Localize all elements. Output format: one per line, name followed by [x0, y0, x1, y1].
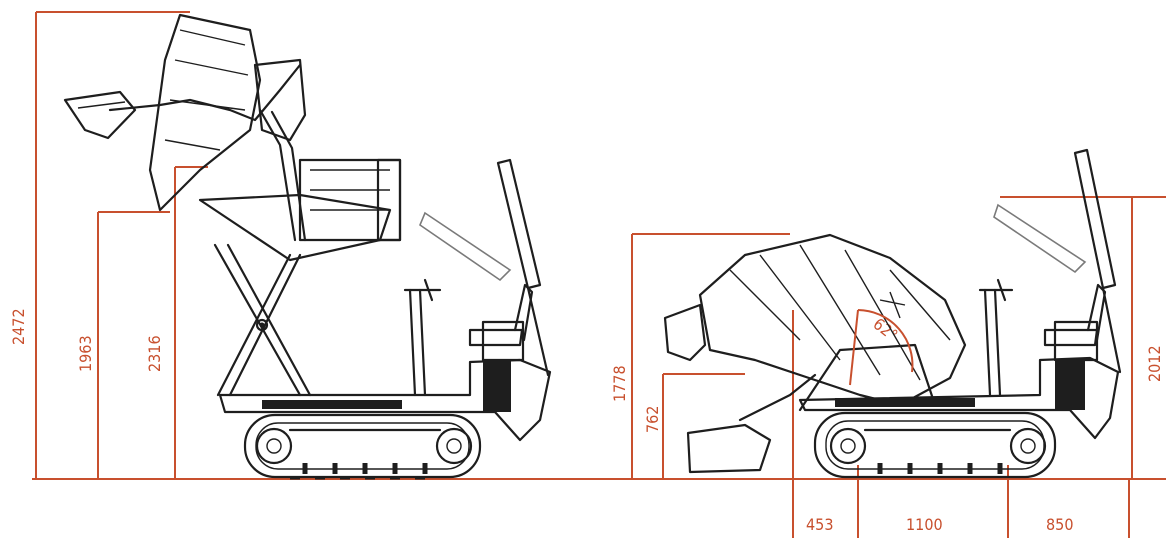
chassis [798, 356, 1120, 440]
lift-arm [108, 63, 302, 122]
seat [468, 328, 524, 347]
tilt-angle-arc [857, 309, 914, 373]
label-1778: 1778 [610, 365, 629, 402]
control-post [983, 288, 1002, 397]
dumper-bucket [148, 13, 262, 212]
engine-block [1055, 360, 1085, 410]
seat-back [1086, 283, 1107, 342]
right-track [813, 411, 1057, 479]
dimension-labels: 2472 1963 2316 1778 762 2012 453 1100 85… [9, 308, 1164, 534]
label-453: 453 [806, 515, 833, 534]
rops-folded [993, 203, 1087, 274]
sprocket-hub [446, 438, 462, 454]
track-rollers [302, 463, 428, 474]
label-2316: 2316 [145, 335, 164, 372]
seat [1043, 328, 1099, 347]
chassis-rail [262, 400, 402, 409]
track-idler-front [255, 427, 293, 465]
dimension-lines [32, 11, 1166, 538]
label-2472: 2472 [9, 308, 28, 345]
front-shovel [63, 90, 137, 140]
lift-frame [198, 193, 392, 262]
bucket-hinge-plate [253, 58, 307, 142]
control-post [408, 288, 427, 397]
machine-raised [63, 13, 552, 480]
control-levers [978, 278, 1014, 302]
label-1963: 1963 [76, 335, 95, 372]
track-sprocket-rear [435, 427, 473, 465]
front-shovel-lowered [686, 423, 772, 474]
bucket-linkage [798, 343, 937, 412]
left-track [243, 413, 482, 480]
rops-bar [1073, 148, 1117, 290]
track-idler-front [829, 427, 867, 465]
rops-bar [496, 158, 542, 290]
track-rollers [877, 463, 1003, 474]
label-850: 850 [1046, 515, 1073, 534]
scissor-lift [213, 243, 312, 397]
control-levers [403, 278, 442, 302]
engine-cover [481, 320, 525, 362]
label-1100: 1100 [906, 515, 943, 534]
front-shovel [663, 303, 707, 362]
track-outline [813, 411, 1057, 479]
label-2012: 2012 [1145, 345, 1164, 382]
label-762: 762 [643, 406, 662, 433]
machine-tipping [663, 148, 1122, 479]
track-outline [243, 413, 482, 479]
idler-hub [266, 438, 282, 454]
tilt-angle-ref [849, 309, 859, 386]
track-sprocket-rear [1009, 427, 1047, 465]
engine-cover [1053, 320, 1099, 362]
chassis [218, 358, 552, 442]
engine-block [483, 360, 511, 412]
rops-folded [419, 211, 512, 282]
dumper-bucket-tipped [698, 233, 967, 407]
